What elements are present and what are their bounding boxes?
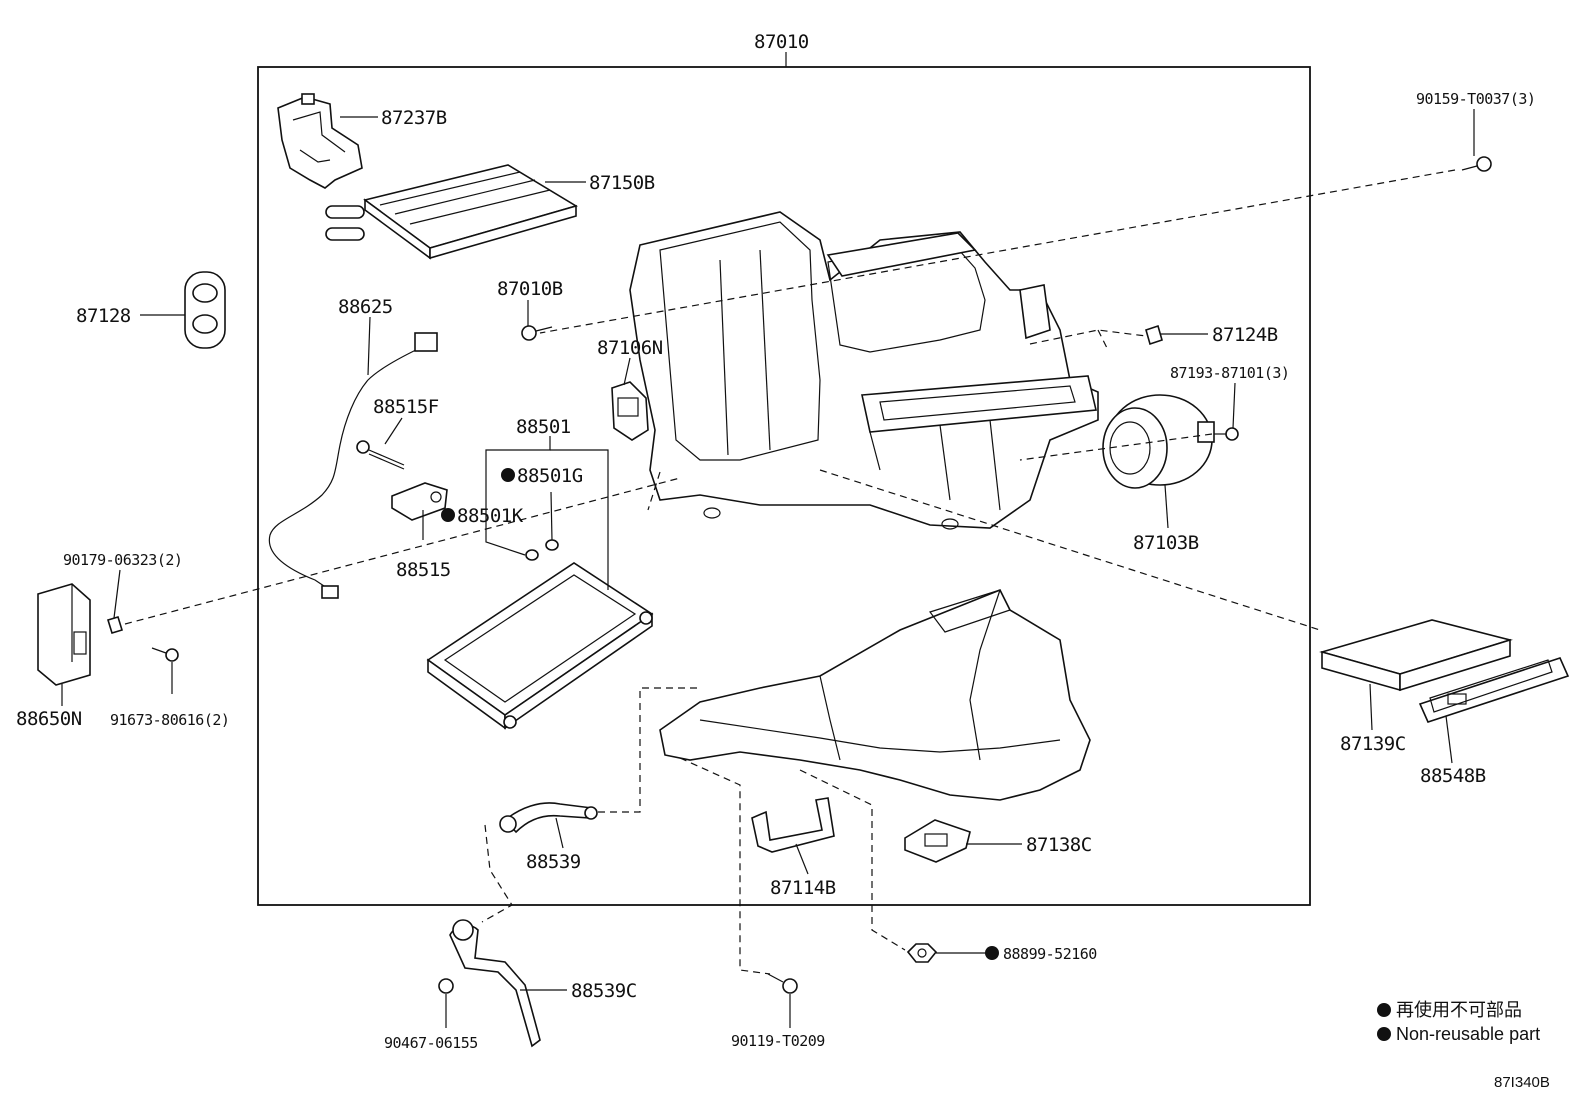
part-87010B-screw[interactable]: [521, 325, 553, 341]
label-87139C[interactable]: 87139C: [1340, 733, 1406, 755]
label-88625[interactable]: 88625: [338, 296, 393, 318]
label-90467[interactable]: 90467-06155: [384, 1034, 478, 1052]
non-reusable-marker-88501G: [501, 468, 515, 482]
assembly-frame: [257, 66, 1311, 906]
label-87010[interactable]: 87010: [754, 31, 809, 53]
label-88515[interactable]: 88515: [396, 559, 451, 581]
label-88501[interactable]: 88501: [516, 416, 571, 438]
leader-lines: [61, 109, 1475, 1028]
label-87138C[interactable]: 87138C: [1026, 834, 1092, 856]
part-88899-nut[interactable]: [906, 943, 938, 963]
label-88515F[interactable]: 88515F: [373, 396, 439, 418]
part-87128-grommet[interactable]: [184, 271, 226, 349]
label-87103B[interactable]: 87103B: [1133, 532, 1199, 554]
label-88548B[interactable]: 88548B: [1420, 765, 1486, 787]
part-87138C-resistor[interactable]: [904, 819, 971, 863]
label-87237B[interactable]: 87237B: [381, 107, 447, 129]
label-90179[interactable]: 90179-06323(2): [63, 551, 183, 569]
part-88501K-oring[interactable]: [525, 549, 539, 561]
label-90159[interactable]: 90159-T0037(3): [1416, 90, 1536, 108]
label-88539C[interactable]: 88539C: [571, 980, 637, 1002]
label-87106N[interactable]: 87106N: [597, 337, 663, 359]
label-87124B[interactable]: 87124B: [1212, 324, 1278, 346]
legend-bullet-jp: [1377, 1003, 1391, 1017]
label-87193[interactable]: 87193-87101(3): [1170, 364, 1290, 382]
label-87010B[interactable]: 87010B: [497, 278, 563, 300]
part-88515-sensor[interactable]: [391, 482, 448, 521]
label-88650N[interactable]: 88650N: [16, 708, 82, 730]
legend-bullet-en: [1377, 1027, 1391, 1041]
reference-lines: [124, 169, 1456, 975]
non-reusable-marker-88501K: [441, 508, 455, 522]
label-88899[interactable]: 88899-52160: [1003, 945, 1098, 963]
part-88539-hose[interactable]: [499, 802, 598, 834]
part-90119-bolt[interactable]: [767, 973, 798, 994]
legend: 再使用不可部品 Non-reusable part: [1377, 1000, 1540, 1044]
label-91673[interactable]: 91673-80616(2): [110, 711, 230, 729]
part-90159-screw[interactable]: [1461, 156, 1492, 172]
part-88515F-bolt[interactable]: [356, 440, 405, 470]
part-88501-evaporator[interactable]: [426, 562, 654, 730]
part-87237B-duct[interactable]: [277, 93, 363, 189]
part-87193-screw[interactable]: [1212, 427, 1239, 441]
part-88625-sensor[interactable]: [268, 332, 438, 599]
label-88501G[interactable]: 88501G: [517, 465, 583, 487]
part-91673-screw[interactable]: [151, 647, 179, 662]
label-88539[interactable]: 88539: [526, 851, 581, 873]
part-87114B-bracket[interactable]: [751, 797, 835, 853]
label-90119[interactable]: 90119-T0209: [731, 1032, 826, 1050]
part-88650N-ecu[interactable]: [37, 583, 91, 686]
part-lower-duct-housing[interactable]: [659, 588, 1091, 801]
figure-code: 87I340B: [1494, 1074, 1550, 1091]
part-90467-nut[interactable]: [438, 978, 454, 994]
label-88501K[interactable]: 88501K: [457, 505, 524, 527]
part-87124B-clip[interactable]: [1145, 324, 1163, 346]
label-87114B[interactable]: 87114B: [770, 877, 836, 899]
part-87150B-heater-core[interactable]: [325, 164, 578, 260]
part-87106N-servo[interactable]: [611, 381, 649, 441]
part-88501G-oring[interactable]: [545, 539, 559, 551]
part-87103B-blower[interactable]: [1102, 394, 1215, 489]
part-88539C-pipe[interactable]: [449, 919, 541, 1048]
part-90179-clip[interactable]: [106, 616, 124, 634]
part-hvac-housing[interactable]: [629, 211, 1099, 530]
label-87150B[interactable]: 87150B: [589, 172, 655, 194]
label-87128[interactable]: 87128: [76, 305, 131, 327]
legend-text-en: Non-reusable part: [1396, 1024, 1540, 1044]
part-87139C-filter[interactable]: [1319, 619, 1513, 692]
legend-text-jp: 再使用不可部品: [1396, 1000, 1522, 1020]
non-reusable-marker-88899: [985, 946, 999, 960]
part-88548B-cover[interactable]: [1418, 657, 1570, 723]
